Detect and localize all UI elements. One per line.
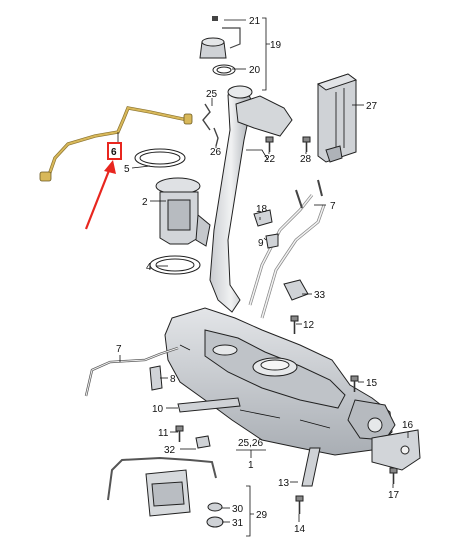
- highlight-arrow-shaft: [84, 167, 112, 230]
- callout-26: 26: [210, 147, 222, 158]
- small-hoses: [202, 103, 219, 147]
- callout-21: 21: [249, 16, 261, 27]
- highlight-box: [107, 142, 122, 160]
- callout-5: 5: [124, 164, 130, 175]
- callout-25: 25: [206, 89, 218, 100]
- leader-lines: [117, 17, 409, 537]
- callout-6: 6: [111, 147, 117, 158]
- evap-line-left: [84, 346, 179, 397]
- tank-straps: [177, 397, 321, 487]
- callout-19: 19: [270, 40, 282, 51]
- callout-22: 22: [264, 154, 276, 165]
- callout-15: 15: [366, 378, 378, 389]
- callout-10: 10: [152, 404, 164, 415]
- callout-18: 18: [256, 204, 268, 215]
- vent-lines: [248, 179, 326, 319]
- callout-30: 30: [232, 504, 244, 515]
- callout-17: 17: [388, 490, 400, 501]
- callout-4: 4: [146, 262, 152, 273]
- callout-1: 1: [248, 460, 254, 471]
- callout-labels: 21 19 20 25 27 6 26 22 28 5 2 7 18 9 4 3…: [111, 16, 414, 535]
- carbon-canister: [316, 73, 358, 163]
- callout-11: 11: [158, 428, 169, 439]
- bolts: [175, 136, 398, 514]
- callout-7b: 7: [116, 344, 122, 355]
- callout-33: 33: [314, 290, 326, 301]
- fuel-pump-module: [134, 148, 211, 275]
- callout-13: 13: [278, 478, 290, 489]
- callout-12: 12: [303, 320, 315, 331]
- callout-29: 29: [256, 510, 268, 521]
- callout-20: 20: [249, 65, 261, 76]
- filler-cap: [199, 16, 241, 76]
- callout-28: 28: [300, 154, 312, 165]
- callout-16: 16: [402, 420, 414, 431]
- callout-7a: 7: [330, 201, 336, 212]
- callout-31: 31: [232, 518, 244, 529]
- callout-9: 9: [258, 238, 264, 249]
- callout-2: 2: [142, 197, 148, 208]
- fuel-tank: [164, 307, 396, 456]
- highlight-arrow-head: [104, 160, 116, 174]
- heat-shield: [371, 429, 421, 471]
- callout-8: 8: [170, 374, 176, 385]
- clips: [149, 209, 309, 391]
- callout-27: 27: [366, 101, 378, 112]
- filler-neck: [209, 85, 293, 313]
- callout-14: 14: [294, 524, 306, 535]
- callout-25-26: 25,26: [238, 438, 263, 449]
- callout-32: 32: [164, 445, 176, 456]
- lower-sender-module: [107, 435, 224, 528]
- highlight-marker: [84, 142, 122, 230]
- fuel-supply-line: [39, 106, 193, 182]
